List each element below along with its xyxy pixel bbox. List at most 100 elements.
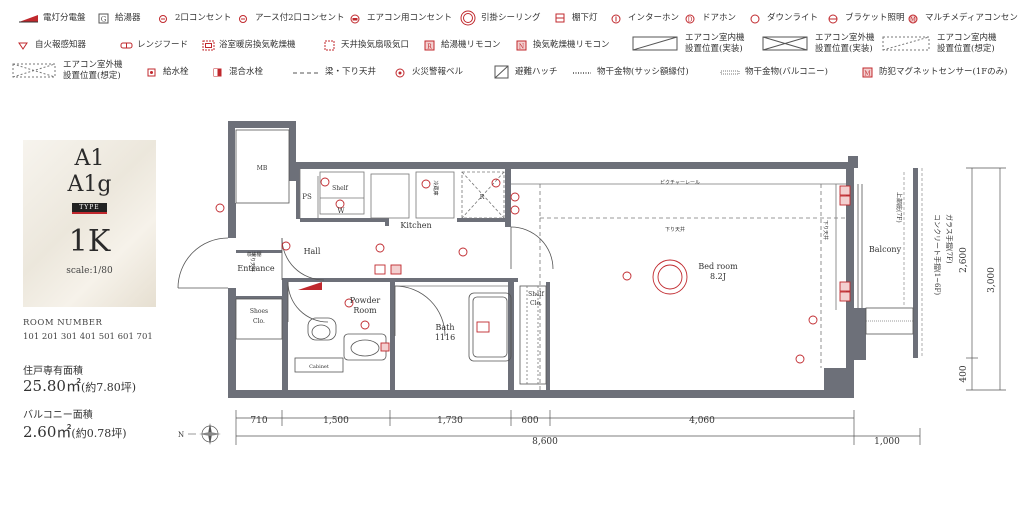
distribution-panel-mark <box>298 282 322 290</box>
area-value: 25.80㎡ <box>23 377 81 395</box>
legend-item-range-hood: レンジフード <box>120 40 188 51</box>
dim-1500: 1,500 <box>323 416 349 426</box>
dim-400: 400 <box>959 365 969 382</box>
label-bath: Bath <box>435 323 454 332</box>
legend-item-dryer-remote: N 換気乾燥機リモコン <box>516 40 610 51</box>
legend-item-clothes-sash: 物干金物(サッシ額縁付) <box>572 67 689 78</box>
dim-710: 710 <box>250 416 267 426</box>
label-upper-eave: 上部庇(7F) <box>895 192 903 223</box>
ac-indoor-installed-icon <box>632 33 682 55</box>
label-ps: PS <box>302 193 312 201</box>
balcony-tsubo: (約0.78坪) <box>71 427 127 440</box>
legend-item-ac-indoor-assumed: エアコン室内機 設置位置(想定) <box>882 33 997 55</box>
multimedia-outlet-icon: M <box>908 13 922 24</box>
dim-2600: 2,600 <box>959 247 969 273</box>
legend-item-clothes-balcony: 物干金物(バルコニー) <box>720 67 828 78</box>
legend-item-beam: 梁・下り天井 <box>292 67 376 78</box>
legend: 電灯分電盤 G 給湯器 2口コンセント アース付2口コンセント エアコン用コンセ… <box>10 10 1018 88</box>
type-accent-line <box>72 212 107 214</box>
label-lowered-ceiling-hall: 下り天井 <box>249 252 256 272</box>
layout-label: 1K <box>68 224 111 259</box>
fire-bell-icon <box>395 67 409 78</box>
doorphone-letter: D <box>688 16 693 23</box>
label-shelf-clo-2: Clo. <box>530 300 542 307</box>
legend-item-ac-indoor-installed: エアコン室内機 設置位置(実装) <box>632 33 745 55</box>
compass-north-label: N <box>178 431 184 439</box>
balcony-value-row: 2.60㎡(約0.78坪) <box>23 421 126 442</box>
legend-item-doorphone: D ドアホン <box>685 13 736 24</box>
label-concrete-rail: コンクリート手摺(1~6F) <box>933 214 942 295</box>
legend-item-magnet-sensor: M 防犯マグネットセンサー(1Fのみ) <box>862 67 1007 78</box>
dim-600: 600 <box>521 416 538 426</box>
electrical-symbols <box>215 177 851 364</box>
label-powder: Powder <box>350 296 381 305</box>
clothes-hanger-balcony-icon <box>720 67 742 78</box>
type-card: A1 A1g TYPE 1K scale:1/80 <box>23 140 156 307</box>
magnet-sensor-icon: M <box>862 67 876 78</box>
dryer-remote-letter: N <box>519 43 524 50</box>
water-heater-letter: G <box>101 16 107 24</box>
walls <box>228 121 918 398</box>
label-r: R <box>480 194 485 201</box>
room-labels: MB PS Shelf W Kitchen 冷蔵庫 R 収納棚 Entrance… <box>237 165 954 370</box>
legend-item-downlight: ダウンライト <box>750 13 818 24</box>
legend-item-panel: 電灯分電盤 <box>18 13 86 24</box>
label-kitchen: Kitchen <box>400 221 431 230</box>
water-heater-icon: G <box>98 13 112 24</box>
smoke-detector-icon <box>18 40 32 51</box>
legend-item-faucet: 給水栓 <box>146 67 189 78</box>
dimensions-bottom <box>235 410 921 445</box>
label-bed-ceiling-vertical: 下り天井 <box>822 220 829 240</box>
ac-outdoor-assumed-icon <box>12 60 60 82</box>
legend-item-fire-bell: 火災警報ベル <box>395 67 463 78</box>
ac-indoor-assumed-icon <box>882 33 934 55</box>
label-hall: Hall <box>304 247 321 256</box>
multimedia-letter: M <box>910 16 916 23</box>
label-bedroom: Bed room <box>698 262 738 271</box>
clothes-hanger-sash-icon <box>572 67 594 78</box>
doors <box>177 226 554 337</box>
beam-icon <box>292 67 322 78</box>
dryer-remote-icon: N <box>516 40 530 51</box>
ceiling-fan-icon <box>324 40 338 51</box>
floor-plan: MB PS Shelf W Kitchen 冷蔵庫 R 収納棚 Entrance… <box>177 121 1006 447</box>
legend-item-bracket: ブラケット照明 <box>828 13 905 24</box>
label-bedroom-size: 8.2J <box>710 272 726 281</box>
dimensions-right <box>966 167 1006 391</box>
dim-4060: 4,060 <box>689 416 715 426</box>
doorphone-icon: D <box>685 13 699 24</box>
label-glass-rail: ガラス手摺(7F) <box>945 214 954 264</box>
legend-item-bath-dryer: 浴室暖房換気乾燥機 <box>202 40 296 51</box>
room-numbers: 101 201 301 401 501 601 701 <box>23 332 153 342</box>
label-shelf: Shelf <box>332 185 348 192</box>
room-number-label: ROOM NUMBER <box>23 318 103 328</box>
legend-item-earth-outlet: アース付2口コンセント <box>238 13 344 24</box>
legend-item-ac-outdoor-installed: エアコン室外機 設置位置(実装) <box>762 33 875 55</box>
legend-item-outlet: 2口コンセント <box>158 13 231 24</box>
label-refrigerator: 冷蔵庫 <box>432 180 439 195</box>
label-bed-ceiling: 下り天井 <box>665 226 685 233</box>
escape-hatch-icon <box>494 65 512 79</box>
faucet-icon <box>146 67 160 78</box>
range-hood-icon <box>120 40 134 51</box>
dim-1730: 1,730 <box>437 416 463 426</box>
ceiling-hook-icon <box>460 10 478 26</box>
dim-total: 8,600 <box>532 437 558 447</box>
label-picture-rail: ピクチャーレール <box>660 180 700 186</box>
distribution-panel-icon <box>18 13 38 24</box>
legend-item-ceiling-fan: 天井換気扇吸気口 <box>324 40 409 51</box>
legend-item-water-heater: G 給湯器 <box>98 13 141 24</box>
earth-outlet-icon <box>238 13 252 24</box>
legend-item-escape-hatch: 避難ハッチ <box>494 65 558 79</box>
scale-label: scale:1/80 <box>66 266 113 276</box>
area-tsubo: (約7.80坪) <box>80 381 137 394</box>
legend-item-ceiling-hook: 引掛シーリング <box>460 10 541 26</box>
legend-item-intercom: インターホン <box>611 13 679 24</box>
ac-outdoor-installed-icon <box>762 33 812 55</box>
outlet-icon <box>158 13 172 24</box>
magnet-sensor-letter: M <box>864 70 870 77</box>
intercom-icon <box>611 13 625 24</box>
area-label: 住戸専有面積 <box>23 366 83 377</box>
balcony-value: 2.60㎡ <box>23 423 72 441</box>
label-shoes-clo: Clo. <box>253 318 265 325</box>
